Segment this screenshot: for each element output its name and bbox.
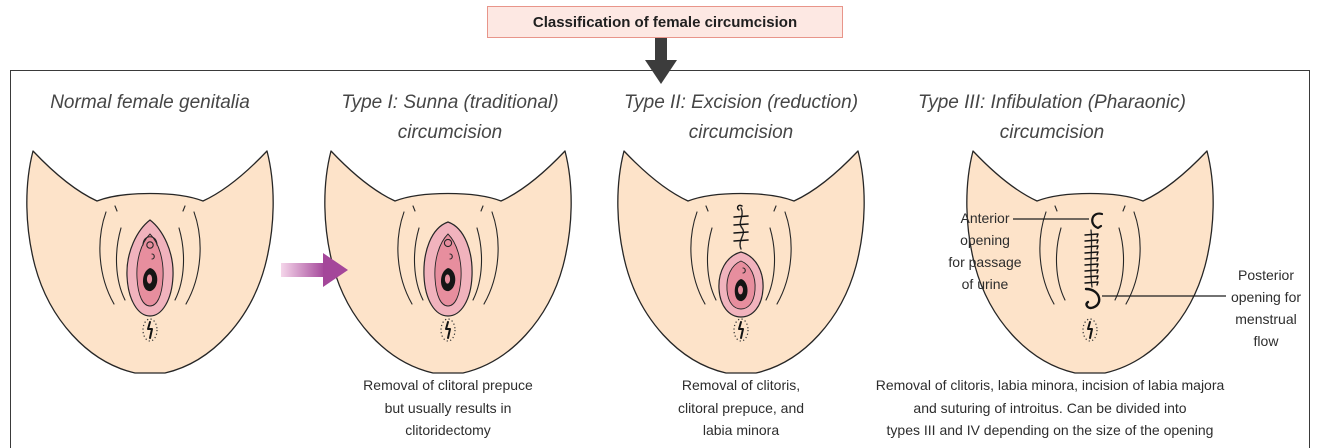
callout-line-text: Anterior xyxy=(925,207,1045,229)
arrow-shaft xyxy=(655,37,667,62)
heading-line: Type II: Excision (reduction) xyxy=(591,88,891,118)
vaginal-opening-inner xyxy=(445,274,450,283)
heading-line: Type I: Sunna (traditional) xyxy=(300,88,600,118)
heading-type-3: Type III: Infibulation (Pharaonic) circu… xyxy=(872,88,1232,148)
arrow-head xyxy=(645,60,677,84)
callout-line-text: opening xyxy=(925,229,1045,251)
callout-line-text: of urine xyxy=(925,273,1045,295)
description-line: clitoridectomy xyxy=(298,419,598,442)
heading-line: circumcision xyxy=(591,118,891,148)
heading-line: Normal female genitalia xyxy=(0,88,300,118)
description-type-3: Removal of clitoris, labia minora, incis… xyxy=(790,374,1310,442)
heading-line: Type III: Infibulation (Pharaonic) xyxy=(872,88,1232,118)
heading-type-1: Type I: Sunna (traditional) circumcision xyxy=(300,88,600,148)
title-box: Classification of female circumcision xyxy=(487,6,843,38)
type-1-illustration xyxy=(325,151,571,373)
arrow-down-icon xyxy=(645,37,677,84)
description-line: types III and IV depending on the size o… xyxy=(790,419,1310,442)
arrow-shaft xyxy=(281,263,325,277)
normal-genitalia-illustration xyxy=(27,151,273,373)
callout-line-text: Posterior xyxy=(1221,264,1311,286)
heading-normal: Normal female genitalia xyxy=(0,88,300,118)
anterior-opening-label: Anterior opening for passage of urine xyxy=(925,207,1045,295)
description-line: Removal of clitoral prepuce xyxy=(298,374,598,397)
callout-line-text: for passage xyxy=(925,251,1045,273)
description-line: and suturing of introitus. Can be divide… xyxy=(790,397,1310,420)
vaginal-opening-inner xyxy=(147,274,152,283)
heading-line: circumcision xyxy=(300,118,600,148)
type-2-illustration xyxy=(618,151,864,373)
figure-title: Classification of female circumcision xyxy=(533,14,797,31)
posterior-opening-label: Posterior opening for menstrual flow xyxy=(1221,264,1311,352)
callout-line-text: menstrual xyxy=(1221,308,1311,330)
description-line: but usually results in xyxy=(298,397,598,420)
description-line: Removal of clitoris, labia minora, incis… xyxy=(790,374,1310,397)
vaginal-opening-inner xyxy=(738,286,743,295)
description-type-1: Removal of clitoral prepuce but usually … xyxy=(298,374,598,442)
callout-line-text: opening for xyxy=(1221,286,1311,308)
heading-line: circumcision xyxy=(872,118,1232,148)
heading-type-2: Type II: Excision (reduction) circumcisi… xyxy=(591,88,891,148)
callout-line-text: flow xyxy=(1221,330,1311,352)
